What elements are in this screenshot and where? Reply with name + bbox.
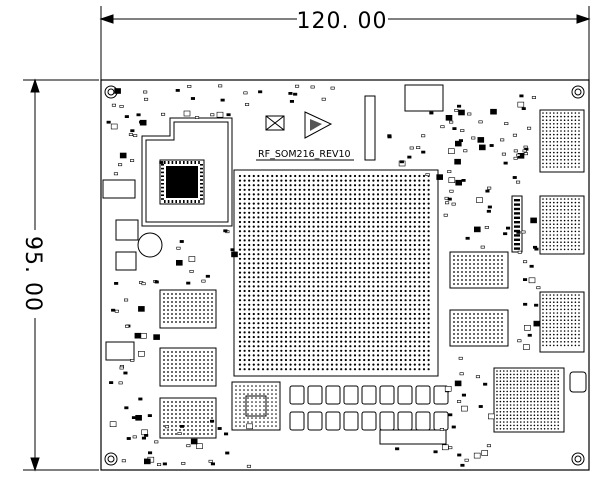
ddr-chip-4 (449, 251, 509, 289)
width-dimension (99, 6, 591, 80)
emmc-chip (231, 381, 281, 431)
rf-bga-2 (539, 195, 585, 255)
top-right-connector (404, 84, 444, 112)
shield-frame (141, 117, 233, 227)
main-soc-bga (233, 169, 439, 377)
left-connector-3 (115, 251, 137, 271)
mounting-hole-top-right (571, 85, 585, 99)
pmic-qfn (159, 159, 205, 205)
fcc-warning-logo (265, 115, 285, 131)
rf-bga-4 (493, 367, 565, 433)
left-connector-2 (115, 219, 139, 241)
ddr-chip-2 (159, 347, 217, 387)
vertical-header (511, 195, 523, 253)
ddr-chip-5 (449, 309, 509, 347)
crystal-oscillator (137, 232, 163, 258)
ddr-chip-3 (159, 397, 217, 439)
height-dimension (23, 78, 99, 472)
mounting-hole-bottom-right (571, 452, 585, 466)
ddr-chip-1 (159, 289, 217, 329)
board-silkscreen-label: RF_SOM216_REV10 (258, 149, 351, 160)
bottom-right-component (569, 371, 587, 393)
height-dimension-label: 95. 00 (20, 236, 45, 312)
width-dimension-label: 120. 00 (297, 9, 388, 34)
triangle-logo (304, 111, 333, 139)
rf-bga-3 (539, 291, 585, 353)
left-connector-4 (105, 341, 135, 361)
left-connector-1 (102, 179, 136, 199)
passive-components (106, 84, 541, 468)
rf-bga-1 (539, 109, 585, 173)
capacitor-bank (289, 385, 449, 431)
bottom-connector (379, 429, 447, 445)
mounting-hole-bottom-left (104, 452, 118, 466)
connector-vertical (364, 95, 376, 161)
